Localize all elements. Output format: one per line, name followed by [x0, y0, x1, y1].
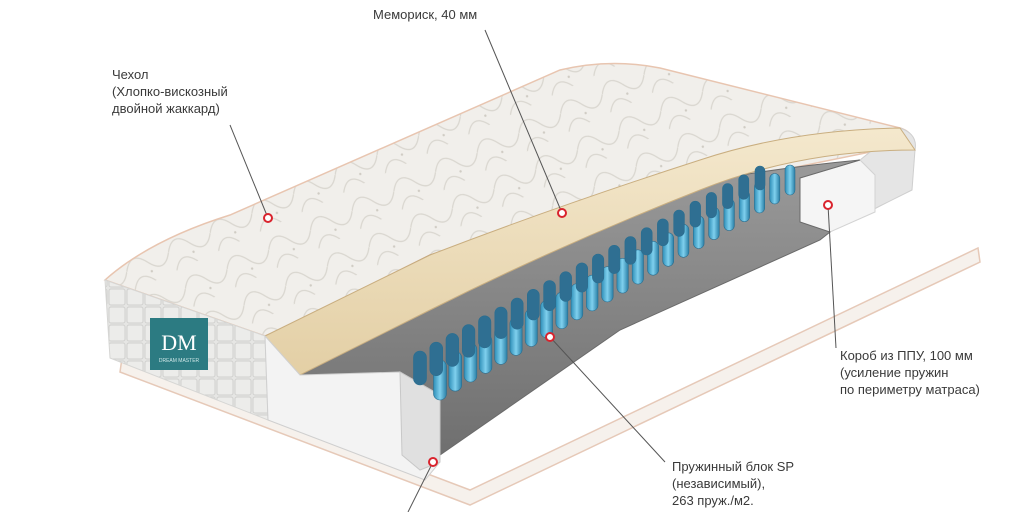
marker-box	[823, 200, 833, 210]
spring-pocket	[624, 236, 637, 265]
leader-cover	[229, 124, 269, 219]
callout-spring-line3: 263 пруж./м2.	[672, 493, 754, 508]
callout-spring-line1: Пружинный блок SP	[672, 459, 795, 474]
spring-pocket	[689, 200, 701, 228]
callout-spring-line2: (независимый),	[672, 476, 766, 491]
spring-pocket	[722, 183, 734, 209]
callout-box-line3: по периметру матраса)	[840, 382, 980, 397]
callout-cover: Чехол (Хлопко-вискозный двойной жаккард)	[112, 66, 228, 117]
marker-bottom	[428, 457, 438, 467]
callout-spring: Пружинный блок SP (независимый), 263 пру…	[672, 458, 794, 509]
spring-pocket	[738, 174, 750, 200]
callout-box-line2: (усиление пружин	[840, 365, 949, 380]
spring-pocket	[608, 245, 621, 274]
spring-pocket	[601, 266, 614, 303]
spring-pocket	[559, 271, 572, 302]
callout-cover-line3: двойной жаккард)	[112, 101, 220, 116]
logo-subtitle: DREAM MASTER	[159, 358, 200, 364]
spring-pocket	[657, 218, 669, 247]
spring-pocket	[413, 350, 427, 386]
leader-bottom	[407, 461, 434, 512]
spring-pocket	[461, 324, 476, 358]
spring-pocket	[592, 253, 605, 284]
spring-pocket	[494, 306, 508, 339]
spring-block	[413, 164, 796, 401]
leader-lines	[229, 29, 837, 512]
memory-foam-layer	[264, 127, 916, 376]
spring-pocket	[478, 315, 492, 349]
marker-cover	[263, 213, 273, 223]
callout-box: Короб из ППУ, 100 мм (усиление пружин по…	[840, 347, 980, 398]
spring-pocket	[526, 288, 540, 321]
leader-memorix	[484, 29, 563, 214]
callout-memorix: Мемориск, 40 мм	[373, 6, 477, 23]
brand-logo: DM DREAM MASTER	[150, 318, 208, 370]
spring-pocket	[575, 262, 588, 293]
spring-pocket	[640, 227, 653, 256]
spring-pocket	[510, 297, 524, 330]
spring-pocket	[673, 209, 685, 237]
callout-cover-line2: (Хлопко-вискозный	[112, 84, 228, 99]
leader-spring	[549, 336, 666, 463]
callout-box-line1: Короб из ППУ, 100 мм	[840, 348, 973, 363]
marker-memorix	[557, 208, 567, 218]
spring-pocket	[769, 173, 781, 205]
callout-markers	[263, 200, 833, 467]
callout-cover-line1: Чехол	[112, 67, 149, 82]
marker-spring	[545, 332, 555, 342]
leader-box	[827, 204, 837, 349]
spring-pocket	[429, 341, 443, 377]
spring-pocket	[445, 333, 459, 367]
logo-letters: DM	[161, 330, 196, 355]
spring-pocket	[784, 164, 796, 196]
spring-pocket	[543, 280, 556, 312]
spring-pocket	[705, 192, 717, 219]
callout-memorix-line1: Мемориск, 40 мм	[373, 7, 478, 22]
spring-pocket	[754, 165, 766, 191]
